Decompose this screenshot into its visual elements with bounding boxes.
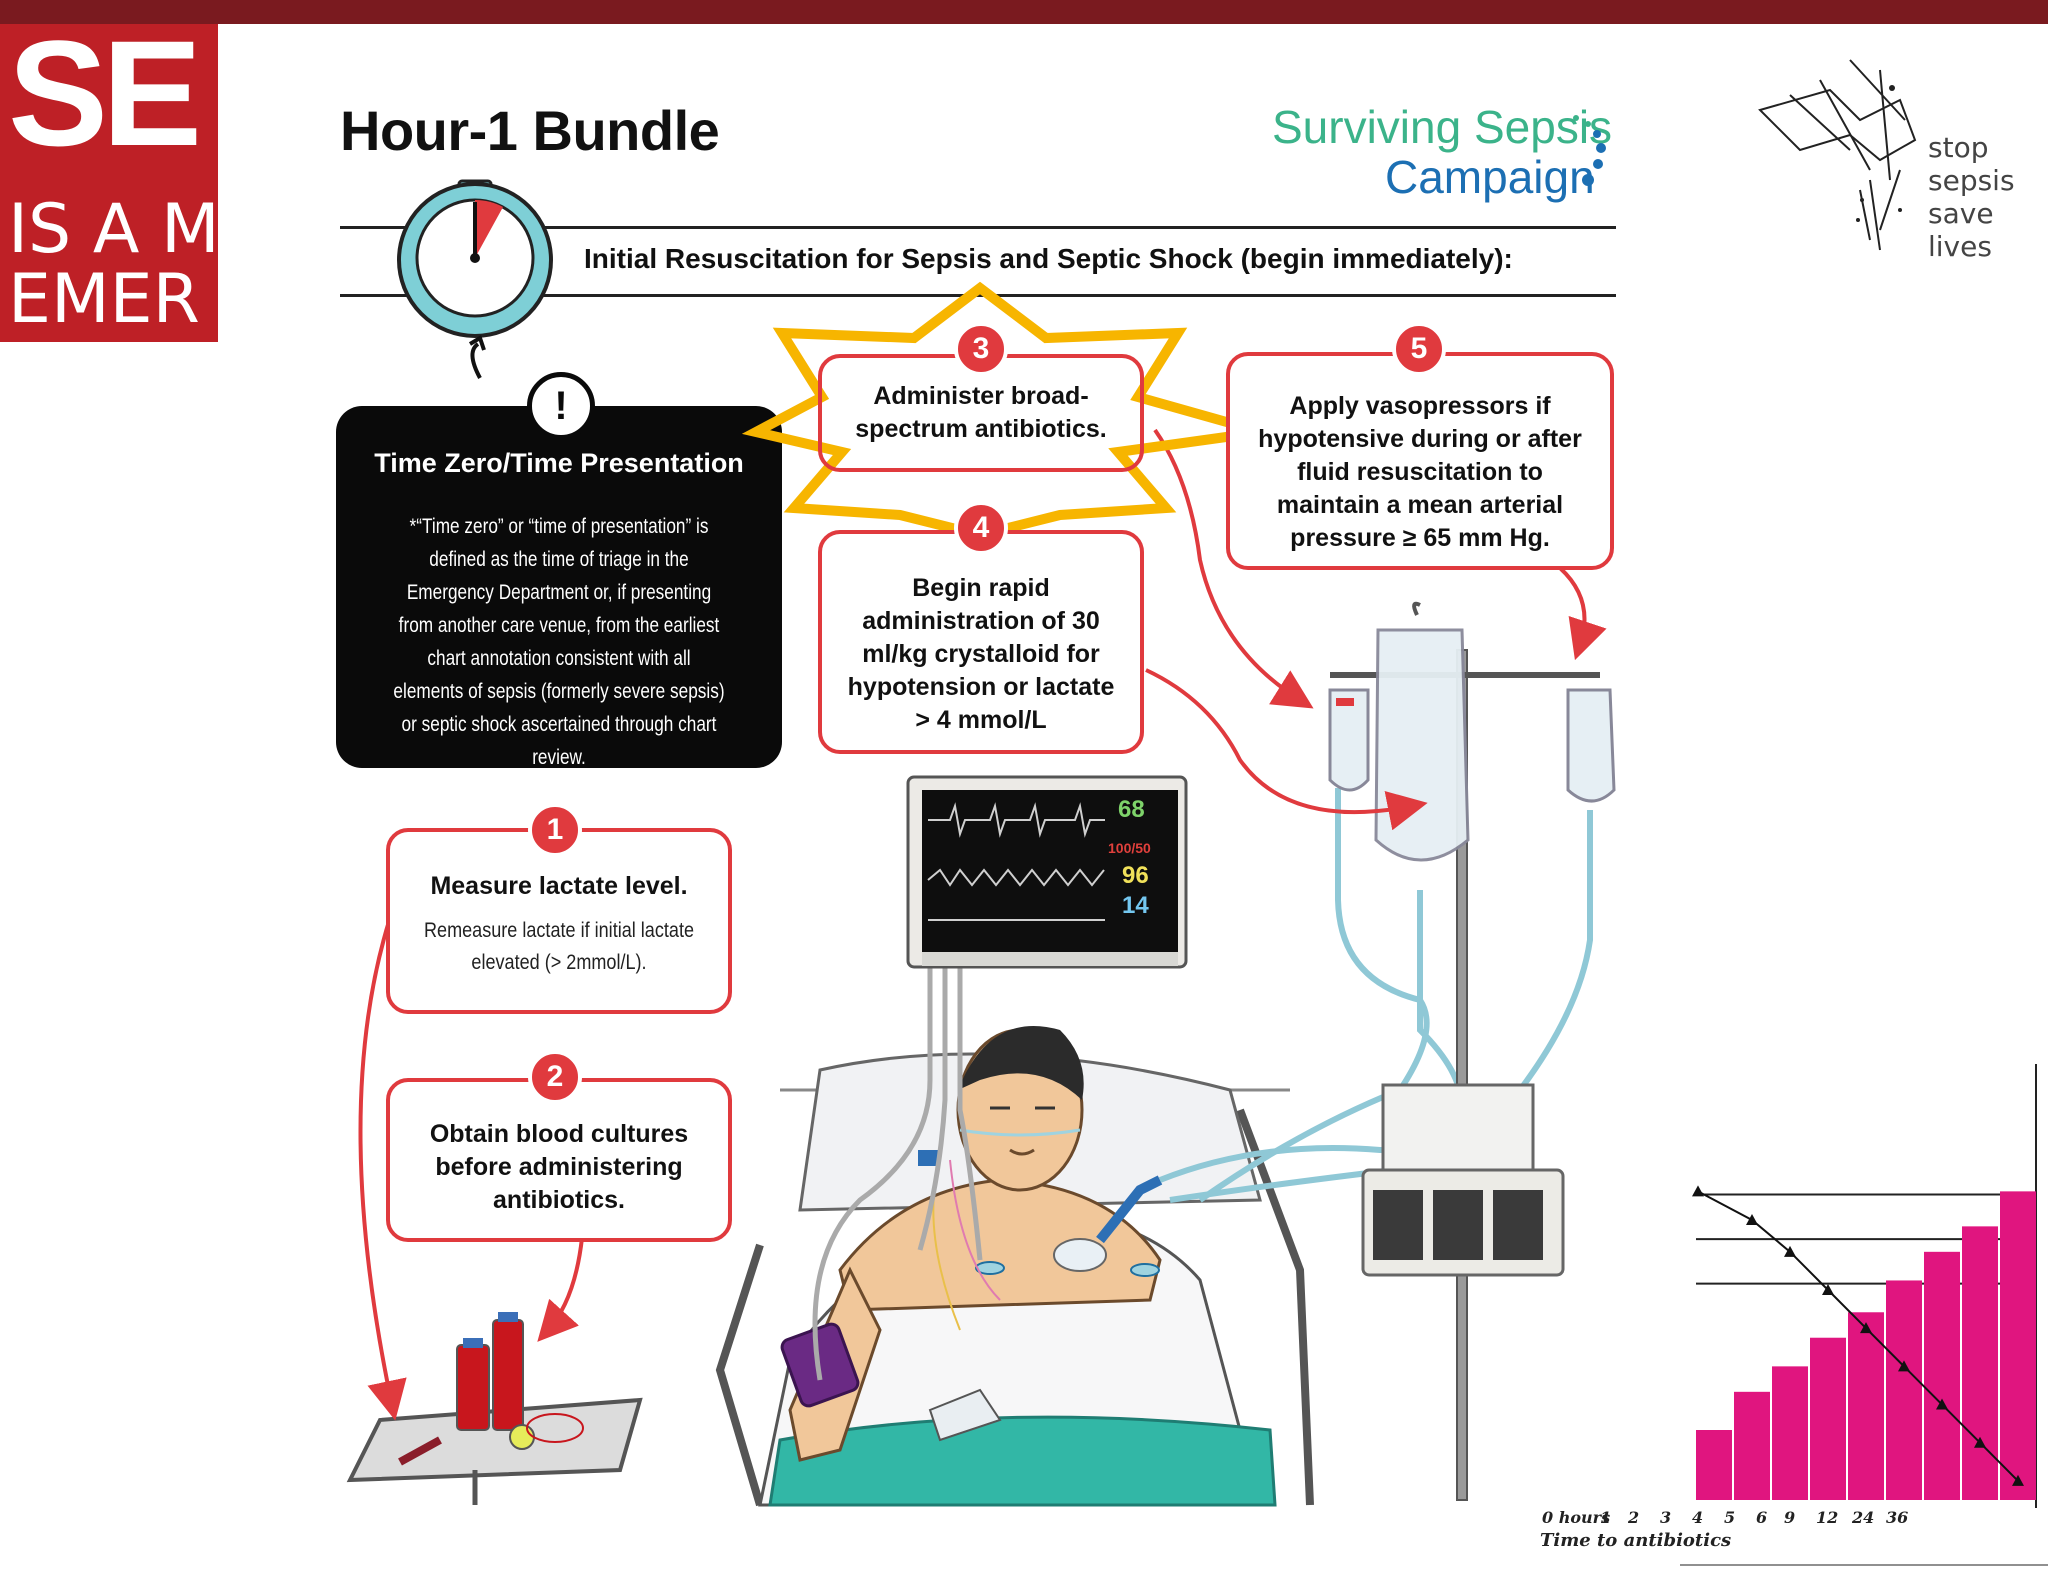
chart-bar xyxy=(1848,1312,1884,1500)
section-subtitle: Initial Resuscitation for Sepsis and Sep… xyxy=(584,243,1513,274)
logo-word-stop: stop xyxy=(1928,131,1989,164)
logo-word-lives: lives xyxy=(1928,230,1992,263)
chart-x-tick: 2 xyxy=(1628,1508,1640,1527)
chart-bar xyxy=(2000,1191,2036,1500)
chart-x-tick: 0 hours xyxy=(1542,1508,1611,1527)
chart-canvas xyxy=(1680,1064,2048,1566)
chart-x-tick: 3 xyxy=(1660,1508,1672,1527)
step-4-badge: 4 xyxy=(954,501,1008,555)
chart-x-axis-label: Time to antibiotics xyxy=(1540,1530,1732,1551)
step-4-box: Begin rapid administration of 30 ml/kg c… xyxy=(818,530,1144,754)
chart-bar xyxy=(1962,1226,1998,1500)
chart-bar xyxy=(1886,1280,1922,1500)
logo-word-save: save xyxy=(1928,197,1994,230)
chart-x-tick: 24 xyxy=(1852,1508,1875,1527)
poster-big-text: SE xyxy=(8,9,202,177)
monitor-resp-rate: 14 xyxy=(1122,892,1149,919)
chart-x-tick: 12 xyxy=(1816,1508,1839,1527)
chart-line-point xyxy=(1936,1398,1948,1410)
step-1-body: Remeasure lactate if initial lactate ele… xyxy=(423,919,695,974)
chart-bar xyxy=(1810,1337,1846,1500)
page-title: Hour-1 Bundle xyxy=(340,99,720,162)
monitor-heart-rate: 68 xyxy=(1118,796,1145,823)
chart-line-point xyxy=(1898,1360,1910,1372)
step-4-head: Begin rapid administration of 30 ml/kg c… xyxy=(847,574,1115,734)
chart-bar xyxy=(1696,1430,1732,1500)
step-5-box: Apply vasopressors if hypotensive during… xyxy=(1226,352,1614,570)
step-5-head: Apply vasopressors if hypotensive during… xyxy=(1258,392,1582,552)
step-2-head: Obtain blood cultures before administeri… xyxy=(429,1120,689,1214)
time-zero-box: Time Zero/Time Presentation *“Time zero”… xyxy=(336,406,782,769)
chart-line-point xyxy=(1692,1185,1704,1197)
chart-x-tick: 5 xyxy=(1724,1508,1736,1527)
exclamation-icon: ! xyxy=(527,372,595,440)
step-2-badge: 2 xyxy=(528,1050,582,1104)
time-zero-definition: *“Time zero” or “time of presentation” i… xyxy=(393,515,725,769)
chart-bar xyxy=(1772,1366,1808,1500)
ssc-logo-line-2: Campaign xyxy=(1385,151,1595,203)
step-5-badge: 5 xyxy=(1392,322,1446,376)
chart-bar xyxy=(1734,1391,1770,1500)
chart-line-point xyxy=(1822,1284,1834,1295)
chart-bar xyxy=(1924,1251,1960,1500)
step-3-badge: 3 xyxy=(954,322,1008,376)
chart-x-tick: 36 xyxy=(1886,1508,1909,1527)
step-3-head: Administer broad-spectrum antibiotics. xyxy=(855,382,1107,443)
header-rule-bottom xyxy=(340,294,1616,297)
chart-x-tick: 6 xyxy=(1756,1508,1768,1527)
monitor-spo2: 96 xyxy=(1122,862,1149,889)
step-1-badge: 1 xyxy=(528,803,582,857)
time-zero-title: Time Zero/Time Presentation xyxy=(374,448,744,478)
step-1-head: Measure lactate level. xyxy=(430,872,688,900)
chart-line-point xyxy=(1784,1245,1796,1257)
step-2-box: Obtain blood cultures before administeri… xyxy=(386,1078,732,1242)
poster-line-2: IS A M xyxy=(8,190,220,269)
header-rule-top xyxy=(340,226,1616,229)
chart-line-point xyxy=(1746,1214,1758,1225)
chart-x-tick: 9 xyxy=(1784,1508,1796,1527)
logo-word-sepsis: sepsis xyxy=(1928,164,2015,197)
chart-x-tick: 1 xyxy=(1600,1508,1612,1527)
chart-x-tick: 4 xyxy=(1692,1508,1704,1527)
chart-line-point xyxy=(1974,1436,1986,1448)
poster-top-band xyxy=(0,0,2048,24)
chart-line-point xyxy=(1860,1322,1872,1334)
ssc-logo-line-1: Surviving Sepsis xyxy=(1272,101,1613,153)
monitor-blood-pressure: 100/50 xyxy=(1108,840,1151,856)
sepsis-emergency-poster: SE IS A M EMER xyxy=(0,0,2048,342)
poster-line-3: EMER xyxy=(8,260,200,339)
chart-line-point xyxy=(2012,1474,2024,1486)
